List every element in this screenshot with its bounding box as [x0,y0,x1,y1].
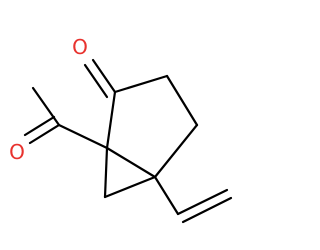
atom-label-oxygen-acetyl: O [9,140,25,164]
bond-methyl-acetyl-carbon [31,86,61,127]
bond-c6-c5 [103,175,157,199]
bond-c1-c2 [105,90,117,150]
atom-label-oxygen-ketone: O [72,35,88,59]
molecule-diagram: O O [9,35,233,224]
bond-acetyl-carbonyl-b [23,115,56,137]
bond-vinyl-double-a [176,188,229,216]
bond-ring-carbonyl-a [91,58,117,94]
bond-c5-vinyl [153,175,180,216]
bond-acetyl-carbonyl-a [28,123,61,145]
bond-acetyl-carbon-ring-carbon [57,123,109,150]
bond-c2-c3 [113,74,169,94]
bond-ring-carbonyl-b [83,63,109,99]
bond-c1-c6 [103,146,109,199]
bond-vinyl-double-b [181,196,233,224]
bond-c1-c5 [105,146,157,179]
bond-c4-c5 [153,123,199,179]
bond-c3-c4 [165,74,199,127]
